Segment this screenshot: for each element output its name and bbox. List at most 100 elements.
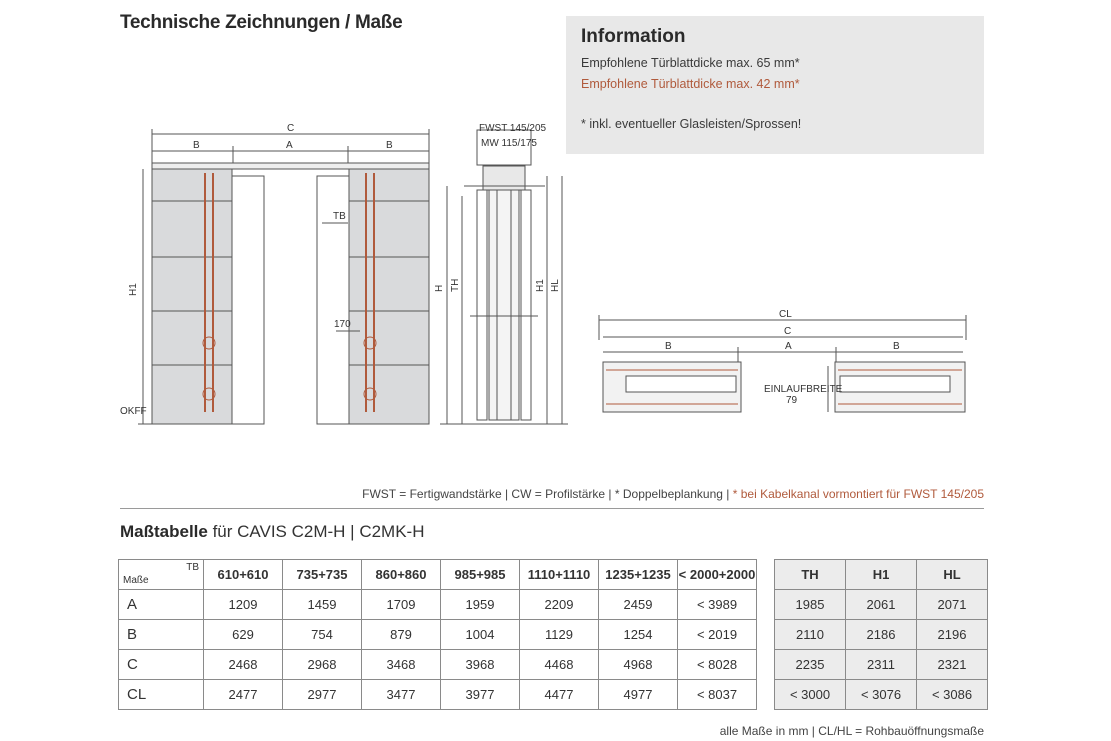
table-cell: 2459	[598, 589, 678, 620]
mw-label: MW 115/175	[481, 138, 537, 149]
dim-cl-label: CL	[779, 309, 792, 320]
column-header: 1235+1235	[598, 559, 678, 590]
table-cell: 4477	[519, 679, 599, 710]
table-cell: 2061	[845, 589, 917, 620]
table-cell: 1004	[440, 619, 520, 650]
table-cell: 2468	[203, 649, 283, 680]
corner-masse-label: Maße	[123, 575, 149, 586]
table-row: C 2468 2968 3468 3968 4468 4968 < 8028	[118, 649, 757, 680]
row-label: A	[118, 589, 204, 620]
table-cell: < 8037	[677, 679, 757, 710]
table-cell: 4968	[598, 649, 678, 680]
table-cell: 2186	[845, 619, 917, 650]
table-row: A 1209 1459 1709 1959 2209 2459 < 3989	[118, 589, 757, 620]
technical-drawings: C B A B H1 OKFF TB 170 FWST 145/205 MW 1…	[120, 123, 967, 425]
column-header: 860+860	[361, 559, 441, 590]
abbreviation-legend: FWST = Fertigwandstärke | CW = Profilstä…	[362, 487, 984, 501]
table-cell: < 2019	[677, 619, 757, 650]
table-cell: 3477	[361, 679, 441, 710]
table-cell: 2110	[774, 619, 846, 650]
info-title: Information	[581, 26, 686, 47]
table-cell: 2071	[916, 589, 988, 620]
table-title: Maßtabelle für CAVIS C2M-H | C2MK-H	[120, 522, 425, 542]
column-header: 1110+1110	[519, 559, 599, 590]
column-header: 985+985	[440, 559, 520, 590]
table-title-bold: Maßtabelle	[120, 522, 208, 541]
dim-170-label: 170	[334, 319, 351, 330]
dim-c-plan-label: C	[784, 326, 791, 337]
table-cell: 1959	[440, 589, 520, 620]
dim-tb-label: TB	[333, 211, 346, 222]
table-cell: 629	[203, 619, 283, 650]
height-table: TH H1 HL 1985 2061 2071 2110 2186 2196 2…	[774, 559, 988, 710]
divider	[120, 508, 984, 509]
table-cell: 2235	[774, 649, 846, 680]
table-cell: 1209	[203, 589, 283, 620]
table-cell: 879	[361, 619, 441, 650]
column-header-hl: HL	[916, 559, 988, 590]
table-row: 2235 2311 2321	[774, 649, 988, 680]
table-cell: 2968	[282, 649, 362, 680]
dim-th-label: TH	[450, 279, 461, 292]
table-cell: < 3000	[774, 679, 846, 710]
dim-b-plan-right-label: B	[893, 341, 900, 352]
plan-view-drawing	[598, 315, 967, 413]
row-label: B	[118, 619, 204, 650]
okff-label: OKFF	[120, 406, 147, 417]
dim-c-label: C	[287, 123, 294, 134]
table-cell: < 3076	[845, 679, 917, 710]
info-note: * inkl. eventueller Glasleisten/Sprossen…	[581, 117, 802, 131]
dim-b-plan-left-label: B	[665, 341, 672, 352]
footer-note: alle Maße in mm | CL/HL = Rohbauöffnungs…	[719, 724, 984, 738]
table-cell: 1709	[361, 589, 441, 620]
dim-b-right-label: B	[386, 140, 393, 151]
row-label: C	[118, 649, 204, 680]
info-line-65mm: Empfohlene Türblattdicke max. 65 mm*	[581, 56, 800, 70]
einlaufbreite-value: 79	[786, 395, 798, 406]
column-header-th: TH	[774, 559, 846, 590]
table-cell: 2311	[845, 649, 917, 680]
table-cell: 4977	[598, 679, 678, 710]
table-corner-cell: TB Maße	[118, 559, 204, 590]
table-cell: < 8028	[677, 649, 757, 680]
table-row: CL 2477 2977 3477 3977 4477 4977 < 8037	[118, 679, 757, 710]
table-cell: < 3086	[916, 679, 988, 710]
table-row: < 3000 < 3076 < 3086	[774, 679, 988, 710]
table-row: 1985 2061 2071	[774, 589, 988, 620]
table-cell: 2209	[519, 589, 599, 620]
column-header: 610+610	[203, 559, 283, 590]
table-title-rest: für CAVIS C2M-H | C2MK-H	[207, 522, 425, 541]
legend-red-note: * bei Kabelkanal vormontiert für FWST 14…	[732, 487, 984, 501]
dim-h1-section-label: H1	[535, 279, 546, 292]
section-drawing	[440, 129, 568, 425]
table-cell: 1459	[282, 589, 362, 620]
table-cell: 2977	[282, 679, 362, 710]
front-elevation-drawing	[138, 129, 430, 425]
dim-a-label: A	[286, 140, 293, 151]
dim-h1-label: H1	[128, 283, 139, 296]
table-row: 2110 2186 2196	[774, 619, 988, 650]
corner-tb-label: TB	[186, 562, 199, 573]
table-cell: 2321	[916, 649, 988, 680]
table-cell: 4468	[519, 649, 599, 680]
table-cell: 1254	[598, 619, 678, 650]
table-cell: 1129	[519, 619, 599, 650]
table-cell: 3968	[440, 649, 520, 680]
column-header: < 2000+2000	[677, 559, 757, 590]
dim-hl-label: HL	[550, 279, 561, 292]
einlaufbreite-label: EINLAUFBREITE	[764, 384, 843, 395]
table-cell: 3977	[440, 679, 520, 710]
table-cell: 2477	[203, 679, 283, 710]
page-title: Technische Zeichnungen / Maße	[120, 12, 403, 33]
column-header-h1: H1	[845, 559, 917, 590]
table-cell: 754	[282, 619, 362, 650]
fwst-label: FWST 145/205	[479, 123, 547, 134]
table-row: B 629 754 879 1004 1129 1254 < 2019	[118, 619, 757, 650]
row-label: CL	[118, 679, 204, 710]
information-box: Information Empfohlene Türblattdicke max…	[566, 16, 984, 154]
table-cell: 3468	[361, 649, 441, 680]
table-cell: 1985	[774, 589, 846, 620]
dim-h-label: H	[434, 285, 445, 292]
column-header: 735+735	[282, 559, 362, 590]
dim-a-plan-label: A	[785, 341, 792, 352]
